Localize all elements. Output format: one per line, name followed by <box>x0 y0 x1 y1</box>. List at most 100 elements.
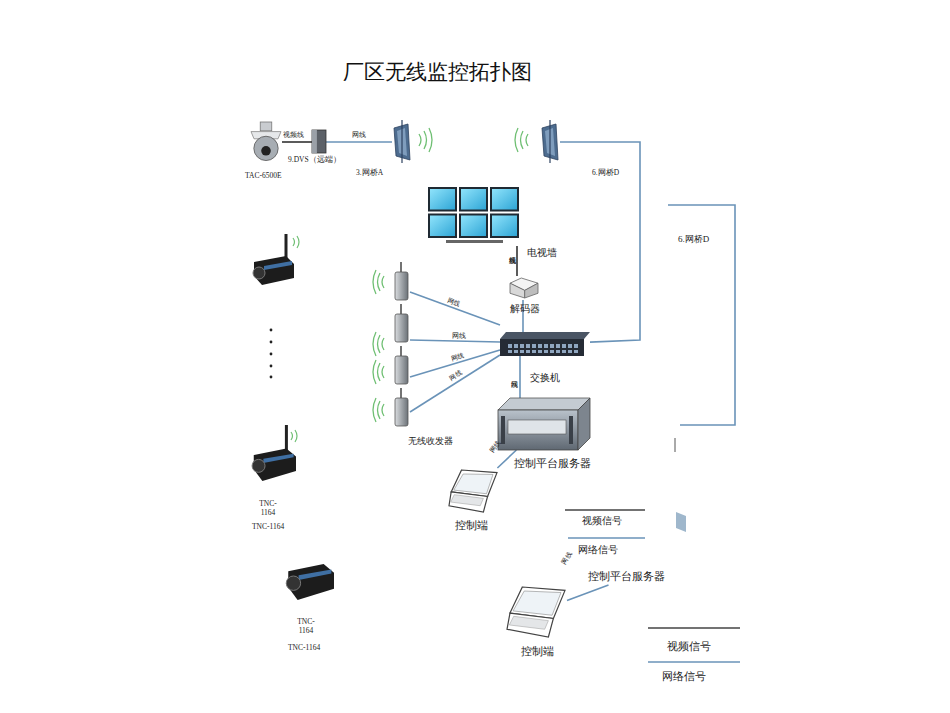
switch-port <box>574 344 578 348</box>
wave-arc <box>515 128 518 152</box>
wave-arc <box>429 128 432 152</box>
transceiver-icon <box>395 304 408 342</box>
switch-port <box>544 350 548 353</box>
device-node: 电视墙 <box>427 187 522 246</box>
annotation-label: 网线 <box>452 332 466 339</box>
wave-arc <box>291 432 293 440</box>
wave-arc <box>424 131 427 149</box>
switch-port <box>568 344 572 348</box>
wave-arc <box>378 335 381 353</box>
camera-lens <box>286 576 300 590</box>
wave-arc <box>293 238 295 246</box>
laptop-display <box>513 591 561 615</box>
connector <box>282 141 312 143</box>
bridge-pole <box>401 120 402 163</box>
dome-icon <box>250 122 282 162</box>
wave-arc <box>419 134 421 146</box>
switch-port <box>532 350 536 353</box>
fragment-line <box>675 438 676 452</box>
switch-port <box>538 344 542 348</box>
transceiver-icon <box>395 262 408 300</box>
camera-lens <box>253 267 265 279</box>
text-node: 控制平台服务器 <box>588 569 672 585</box>
fragment-shape <box>676 512 686 532</box>
camera-mount <box>260 122 272 131</box>
legend-line-network <box>648 661 740 663</box>
camera-stripe <box>263 454 293 463</box>
legend-text: 视频信号 <box>582 515 622 527</box>
switch-port <box>574 350 578 353</box>
switch-port <box>514 350 518 353</box>
wave-arc <box>526 134 528 146</box>
server-side <box>578 398 590 450</box>
connector <box>519 356 521 398</box>
bridge-icon <box>392 124 412 160</box>
transceiver-icon <box>395 388 408 426</box>
decoder-side <box>510 283 525 298</box>
node-label: 控制端 <box>521 645 554 658</box>
antenna <box>285 425 288 451</box>
device-node: 交换机 <box>500 332 590 356</box>
switch-port <box>562 344 566 348</box>
laptop-base <box>449 492 488 512</box>
wave-arc <box>378 401 381 419</box>
switch-port <box>556 350 560 353</box>
legend-text: 视频信号 <box>667 641 711 653</box>
device-node: TAC-6500E <box>250 122 282 162</box>
switch-port <box>538 350 542 353</box>
server-panel <box>508 420 566 434</box>
monitor-frame <box>428 187 457 212</box>
node-label: TAC-6500E <box>245 172 281 181</box>
monitor-screen <box>492 216 517 237</box>
wave-arc <box>373 398 376 422</box>
wave-arc <box>382 366 384 378</box>
server-top <box>498 398 590 410</box>
camera-icon <box>253 234 294 285</box>
node-label: 6.网桥D <box>592 169 619 178</box>
wave-arc <box>297 236 299 248</box>
switch-port <box>514 344 518 348</box>
monitor-frame <box>428 214 457 239</box>
connector-label: 视频线 <box>283 131 304 138</box>
node-label: 交换机 <box>530 372 560 384</box>
node-label: TNC-1164 <box>288 644 320 653</box>
monitor-frame <box>459 214 488 239</box>
monitor-frame <box>490 214 519 239</box>
switch-port <box>532 344 536 348</box>
diagram-title: 厂区无线监控拓扑图 <box>343 60 532 84</box>
switch-port <box>562 350 566 353</box>
wave-arc <box>378 363 381 381</box>
node-label: 9.DVS（远端） <box>288 156 341 165</box>
laptop-icon <box>447 468 499 514</box>
switch-port <box>550 350 554 353</box>
switch-port <box>520 344 524 348</box>
node-label: 控制端 <box>455 520 488 532</box>
monitor-screen <box>430 189 455 210</box>
transceiver-body <box>395 398 408 426</box>
wave-arc <box>382 404 384 416</box>
legend-line-video <box>565 509 645 511</box>
camera-lens <box>261 146 271 156</box>
monitor-base <box>446 240 503 243</box>
decoder-front <box>525 283 538 298</box>
device-node: 控制端 <box>505 585 567 639</box>
annotation-label: 6.网桥D <box>678 234 709 244</box>
camera-lens <box>252 459 265 472</box>
bridge-wire <box>668 205 735 425</box>
switch-icon <box>500 332 590 356</box>
transceiver-icon <box>395 346 408 384</box>
device-node: 9.DVS（远端） <box>312 130 326 153</box>
monitor-screen <box>461 189 486 210</box>
dot <box>270 341 273 344</box>
antenna <box>400 388 402 398</box>
monitor-screen <box>461 216 486 237</box>
server-icon <box>498 398 590 450</box>
transceiver-body <box>395 356 408 384</box>
camera-body <box>254 256 294 285</box>
camera-dome <box>254 136 278 160</box>
wave-arc <box>373 270 376 294</box>
switch-port <box>556 344 560 348</box>
